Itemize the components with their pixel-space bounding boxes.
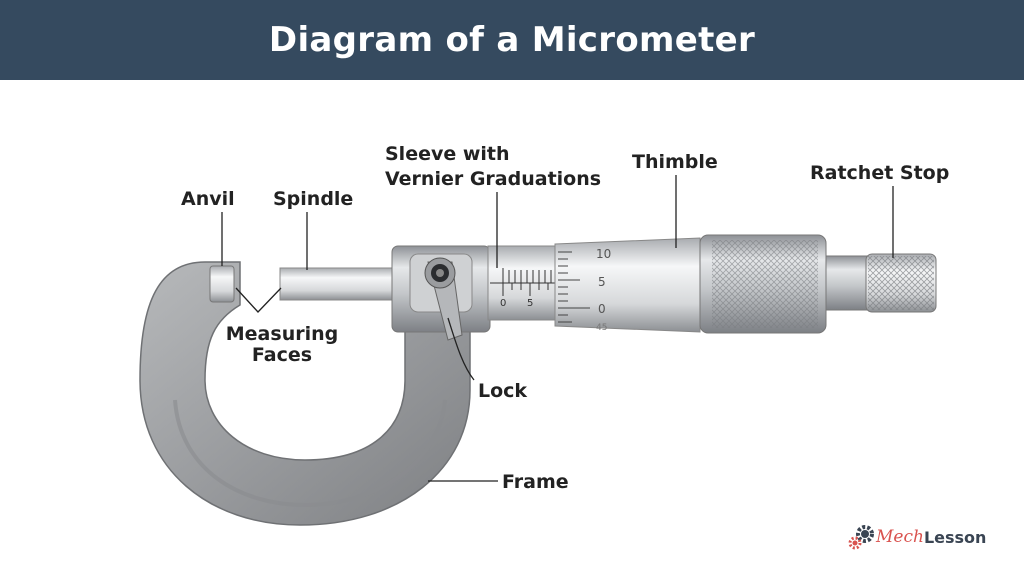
label-measuring-line2: Faces <box>252 344 312 366</box>
thimble-number-45: 45 <box>596 323 607 333</box>
label-lock: Lock <box>478 380 527 402</box>
thimble-number-5: 5 <box>598 275 606 289</box>
sleeve-number-0: 0 <box>500 298 506 309</box>
thimble-number-0: 0 <box>598 302 606 316</box>
sleeve-number-5: 5 <box>527 298 533 309</box>
anvil <box>209 265 235 303</box>
label-measuring-line1: Measuring <box>226 323 338 345</box>
sleeve-scale <box>502 268 552 296</box>
title-banner: Diagram of a Micrometer <box>0 0 1024 80</box>
label-frame: Frame <box>502 471 569 493</box>
thimble-number-10: 10 <box>596 247 611 261</box>
logo-text-mech: Mech <box>876 527 924 547</box>
thimble-scale <box>558 251 590 323</box>
label-sleeve-line2: Vernier Graduations <box>385 168 601 190</box>
ratchet-stop <box>825 255 869 311</box>
lock-lever <box>424 257 463 341</box>
label-anvil: Anvil <box>181 188 235 210</box>
label-spindle: Spindle <box>273 188 353 210</box>
spindle <box>279 267 401 301</box>
page-title: Diagram of a Micrometer <box>268 20 756 60</box>
label-ratchet-stop: Ratchet Stop <box>810 162 949 184</box>
logo-text-lesson: Lesson <box>923 527 987 547</box>
gear-icon <box>848 525 874 550</box>
label-thimble: Thimble <box>632 151 718 173</box>
mechlesson-logo: Mech Lesson <box>848 524 986 550</box>
label-sleeve-line1: Sleeve with <box>385 143 510 165</box>
thimble <box>554 237 701 333</box>
frame <box>139 261 471 526</box>
